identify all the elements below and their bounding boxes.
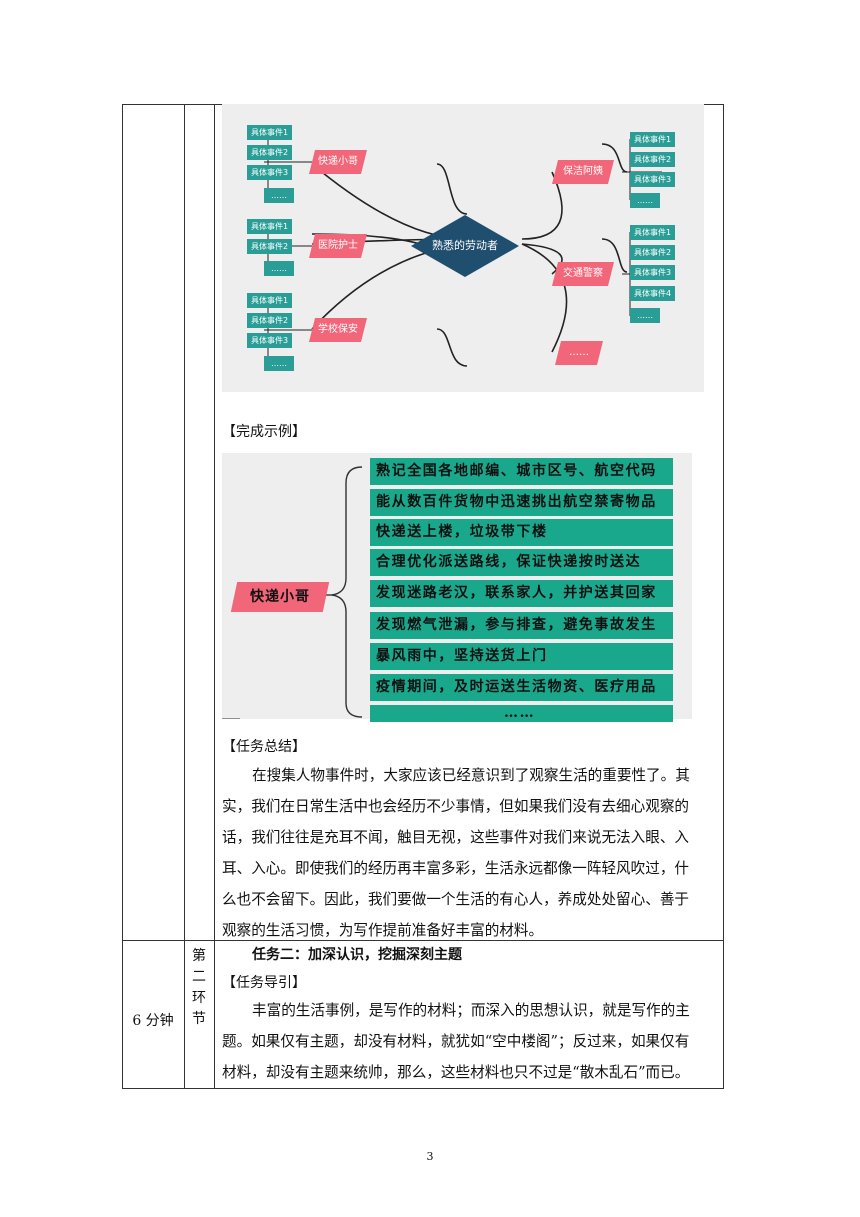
example-item: 能从数百件货物中迅速挑出航空禁寄物品 xyxy=(370,489,673,516)
mindmap-event: 具体事件2 xyxy=(630,245,675,260)
mindmap-event: 具体事件2 xyxy=(247,239,292,254)
mindmap-center-node: 熟悉的劳动者 xyxy=(410,214,520,278)
mindmap-event: 具体事件1 xyxy=(247,293,292,308)
example-item: 发现迷路老汉，联系家人，并护送其回家 xyxy=(370,580,673,607)
example-brace xyxy=(222,466,363,719)
guide-line: 题。如果仅有主题，却没有材料，就犹如“空中楼阁”；反过来，如果仅有 xyxy=(222,1033,690,1050)
example-item: 快递送上楼，垃圾带下楼 xyxy=(370,519,673,546)
mindmap-event: 具体事件2 xyxy=(247,313,292,328)
mindmap-branch-label: 快递小哥 xyxy=(309,150,367,174)
example-item: 合理优化派送路线，保证快递按时送达 xyxy=(370,549,673,576)
mindmap-event: 具体事件3 xyxy=(247,333,292,348)
example-item: 暴风雨中，坚持送货上门 xyxy=(370,643,673,670)
task-title: 任务二：加深认识，挖掘深刻主题 xyxy=(252,947,462,963)
summary-line: 么也不会留下。因此，我们要做一个生活的有心人，养成处处留心、善于 xyxy=(222,891,690,908)
diamond-shape xyxy=(411,215,519,277)
mindmap-event: 具体事件1 xyxy=(247,219,292,234)
stage-cell: 第二环节 xyxy=(192,948,206,1027)
guide-line: 丰富的生活事例，是写作的材料；而深入的思想认识，就是写作的主 xyxy=(252,1002,690,1019)
guide-paragraph: 丰富的生活事例，是写作的材料；而深入的思想认识，就是写作的主 题。如果仅有主题，… xyxy=(222,995,718,1088)
example-item: …… xyxy=(370,705,673,722)
guide-line: 材料，却没有主题来统帅，那么，这些材料也只不过是“散木乱石”而已。 xyxy=(222,1064,690,1081)
summary-paragraph: 在搜集人物事件时，大家应该已经意识到了观察生活的重要性了。其 实，我们在日常生活… xyxy=(222,760,718,946)
summary-title: 【任务总结】 xyxy=(222,739,306,755)
page-number: 3 xyxy=(426,1150,434,1163)
table-divider-time xyxy=(184,104,185,1089)
mindmap-branch-label: 保洁阿姨 xyxy=(552,160,614,184)
mindmap-event: 具体事件3 xyxy=(630,172,675,187)
mindmap-event: 具体事件2 xyxy=(630,152,675,167)
mindmap-event: 具体事件3 xyxy=(247,165,292,180)
mindmap-event: …… xyxy=(264,261,294,276)
mindmap-branch-label: 交通警察 xyxy=(552,262,614,286)
summary-line: 话，我们往往是充耳不闻，触目无视，这些事件对我们来说无法入眼、入 xyxy=(222,829,690,846)
summary-line: 耳、入心。即使我们的经历再丰富多彩，生活永远都像一阵轻风吹过，什 xyxy=(222,860,690,877)
mindmap-event: 具体事件1 xyxy=(630,132,675,147)
mindmap-center-label: 熟悉的劳动者 xyxy=(432,239,498,252)
table-row-divider xyxy=(122,940,724,941)
example-item: 疫情期间，及时运送生活物资、医疗用品 xyxy=(370,674,673,701)
mindmap-event: 具体事件1 xyxy=(247,125,292,140)
mindmap-event: …… xyxy=(630,193,660,208)
time-cell: 6 分钟 xyxy=(132,1013,174,1029)
mindmap-event: …… xyxy=(264,188,294,203)
mindmap-branch-label: 学校保安 xyxy=(309,318,367,342)
example-title: 【完成示例】 xyxy=(222,424,306,440)
example-item: 熟记全国各地邮编、城市区号、航空代码 xyxy=(370,458,673,485)
guide-title: 【任务导引】 xyxy=(222,975,306,991)
mindmap-event: 具体事件2 xyxy=(247,145,292,160)
example-item: 发现燃气泄漏，参与排查，避免事故发生 xyxy=(370,612,673,639)
mindmap-branch-label: 医院护士 xyxy=(309,234,367,258)
table-border-bottom xyxy=(122,1088,724,1089)
mindmap-event: …… xyxy=(630,308,660,323)
example-label: 快递小哥 xyxy=(230,582,330,612)
table-border-right xyxy=(723,104,724,1089)
summary-line: 观察的生活习惯，为写作提前准备好丰富的材料。 xyxy=(222,922,544,939)
mindmap-event: …… xyxy=(264,356,294,371)
mindmap-branch-label: …… xyxy=(555,341,603,365)
mindmap-event: 具体事件1 xyxy=(630,225,675,240)
summary-line: 实，我们在日常生活中也会经历不少事情，但如果我们没有去细心观察的 xyxy=(222,798,690,815)
mindmap-event: 具体事件3 xyxy=(630,265,675,280)
mindmap-event: 具体事件4 xyxy=(630,286,675,301)
table-divider-stage xyxy=(214,104,215,1089)
summary-line: 在搜集人物事件时，大家应该已经意识到了观察生活的重要性了。其 xyxy=(252,767,690,784)
table-border-left xyxy=(122,104,123,1089)
